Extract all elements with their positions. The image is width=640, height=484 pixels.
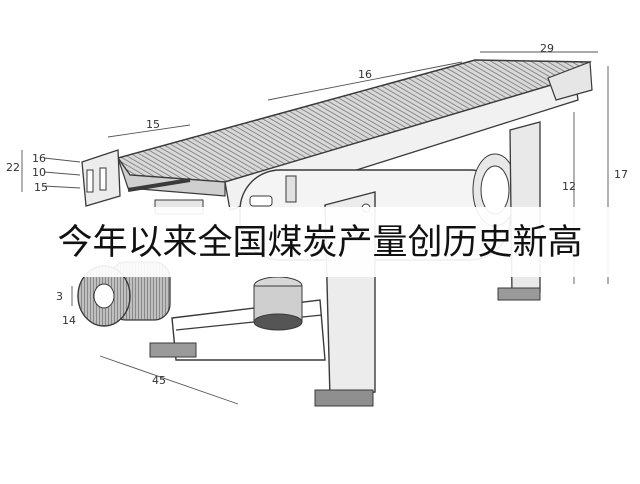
gearbox-bottom xyxy=(253,313,303,331)
far-rail xyxy=(547,61,593,101)
dim-height-leg: 12 xyxy=(562,180,576,193)
dim-left-a: 16 xyxy=(32,152,46,165)
left-bracket-slot-2 xyxy=(99,167,107,191)
valve-cap xyxy=(249,195,273,207)
ext-left-a xyxy=(43,157,81,163)
caption-banner xyxy=(0,207,640,277)
dim-line-length xyxy=(267,61,463,101)
dim-roller-dia: 3 xyxy=(56,290,63,303)
right-foot xyxy=(497,287,541,301)
dim-segment: 15 xyxy=(146,118,160,131)
caption-text: 今年以来全国煤炭产量创历史新高 xyxy=(57,223,583,263)
dim-left-total: 22 xyxy=(6,161,20,174)
ext-left-b xyxy=(43,171,81,176)
drive-roller-hub xyxy=(93,283,115,309)
left-bracket-slot xyxy=(86,169,94,193)
dim-left-b: 10 xyxy=(32,166,46,179)
dim-line-base xyxy=(99,355,239,405)
dim-height-total: 17 xyxy=(614,168,628,181)
valve-stem xyxy=(285,175,297,203)
front-foot xyxy=(314,389,374,407)
dim-left-c: 15 xyxy=(34,181,48,194)
left-foot xyxy=(149,342,197,358)
ext-left-c xyxy=(43,185,81,189)
dim-base: 45 xyxy=(152,374,166,387)
guide-rod xyxy=(127,178,191,192)
dim-top-width: 29 xyxy=(540,42,554,55)
dim-roller-len: 14 xyxy=(62,314,76,327)
dim-line-segment xyxy=(107,124,191,138)
dim-length: 16 xyxy=(358,68,372,81)
